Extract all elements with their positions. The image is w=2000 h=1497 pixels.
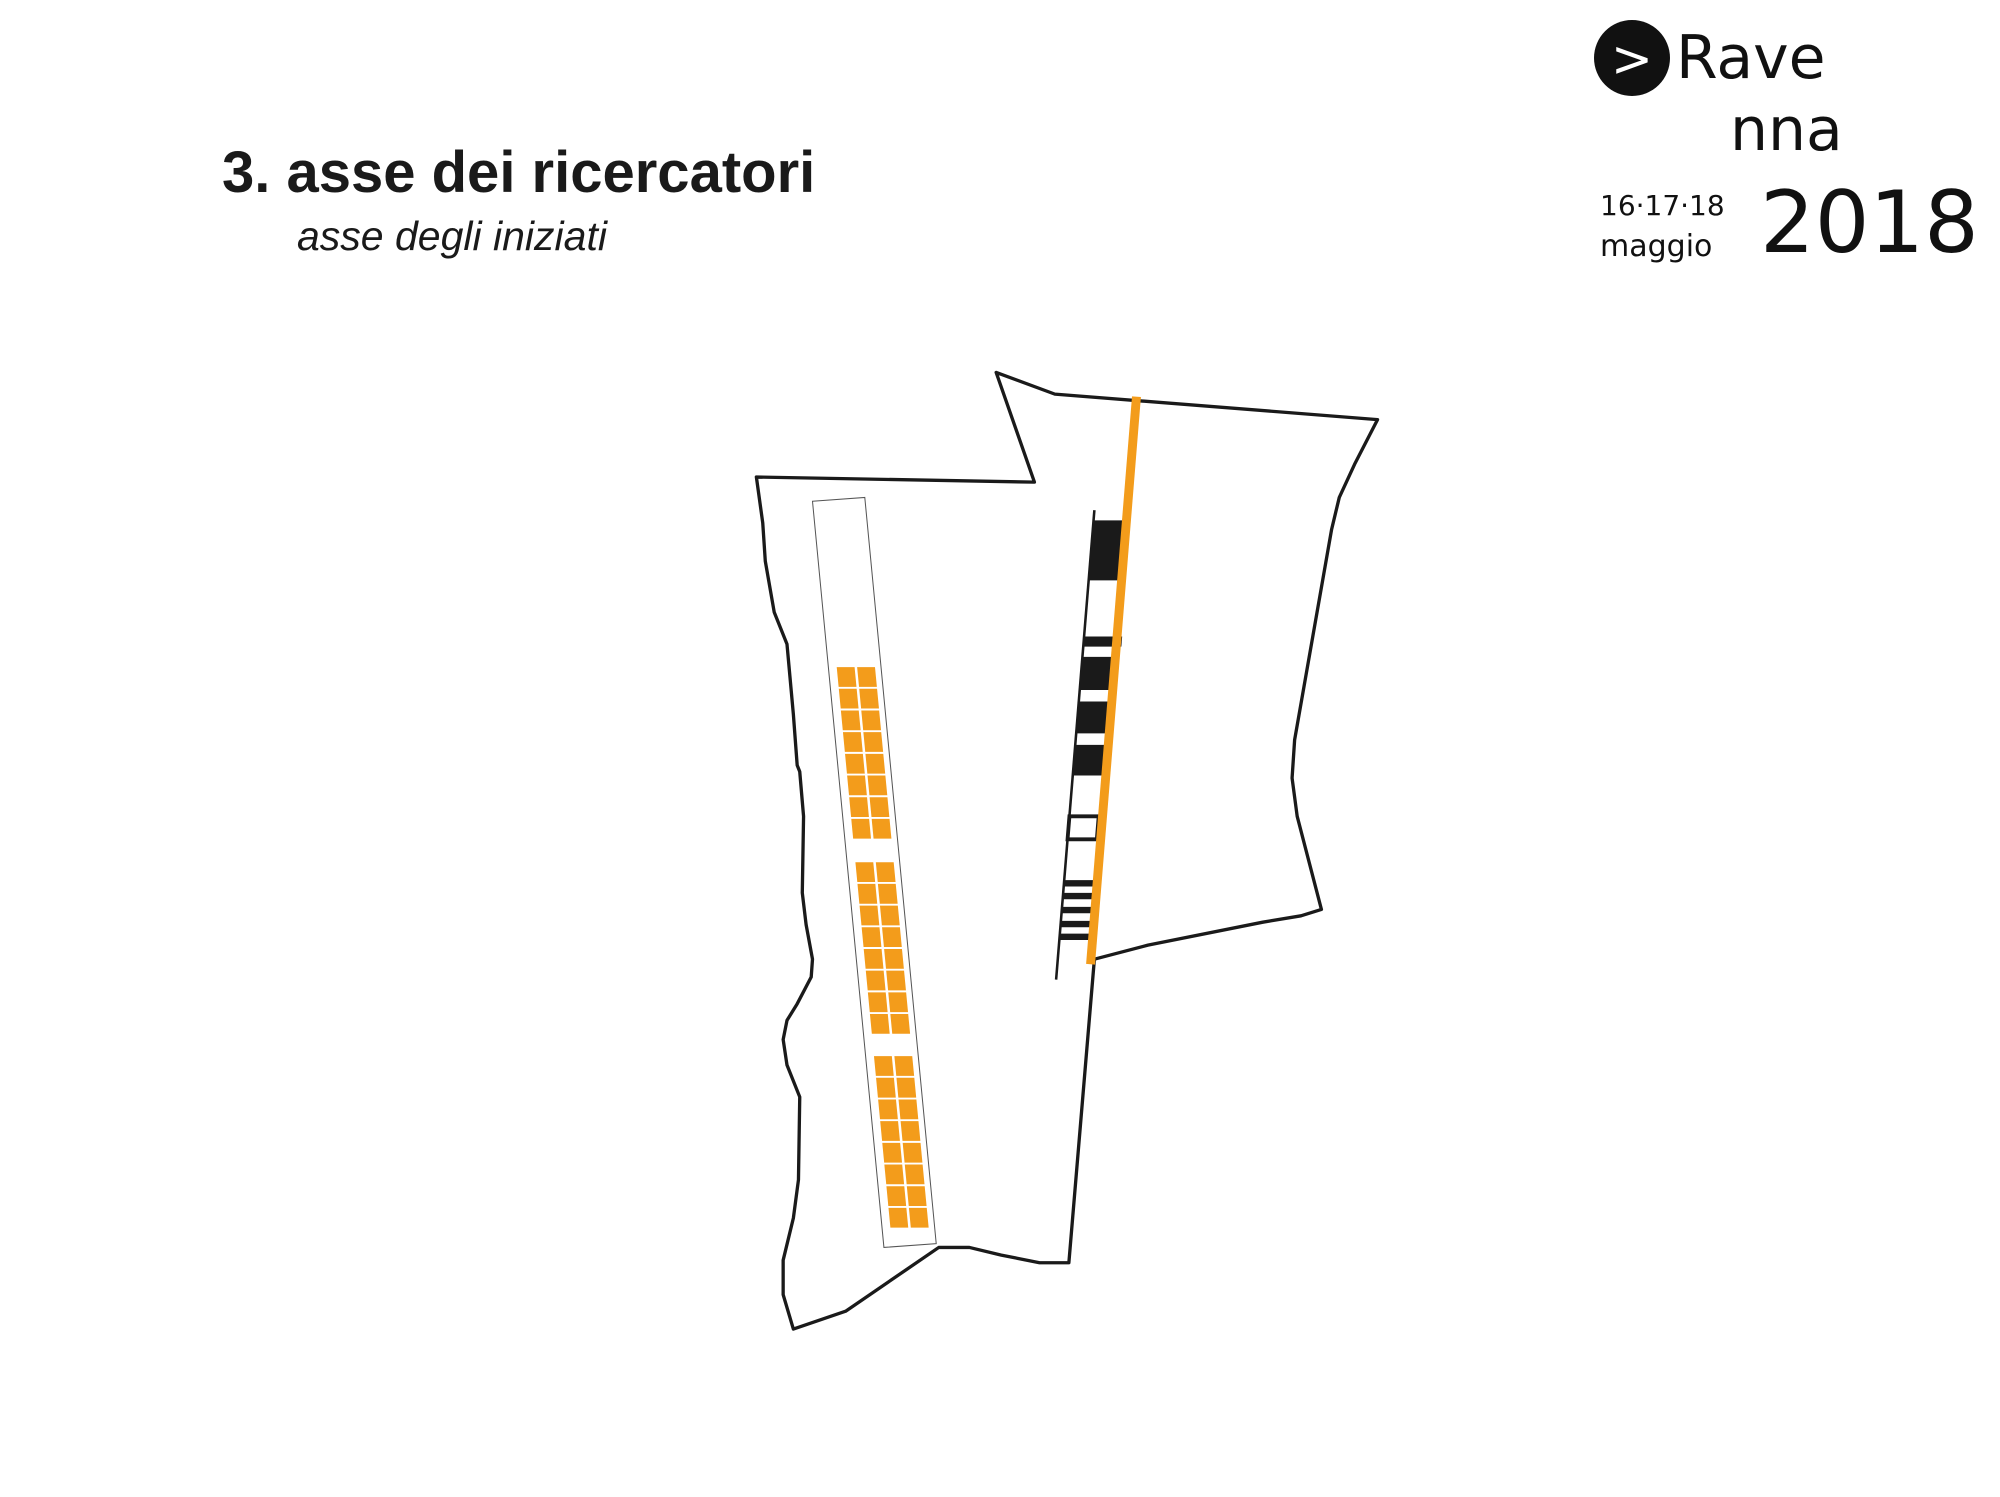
- desk-block: [869, 797, 890, 817]
- logo-line2: nna: [1730, 95, 1843, 165]
- page-subtitle: asse degli iniziati: [297, 213, 609, 259]
- desk-block: [838, 688, 859, 709]
- desk-block: [855, 862, 876, 883]
- ladder-block: [1061, 906, 1096, 914]
- site-outline: [754, 370, 1380, 1331]
- ladder-edge-line: [1054, 510, 1096, 980]
- desk-block: [902, 1142, 923, 1163]
- desk-block: [857, 667, 877, 687]
- desk-block: [890, 1014, 911, 1034]
- desk-block: [849, 797, 869, 817]
- desk-groups: [836, 667, 929, 1228]
- desk-block: [847, 775, 867, 796]
- desk-block: [894, 1056, 915, 1076]
- ravenna-2018-logo: > Rave nna 16·17·18 maggio 2018: [1594, 20, 1979, 273]
- desk-block: [908, 1207, 929, 1228]
- desk-block: [836, 667, 857, 687]
- desk-block: [878, 1099, 898, 1120]
- logo-month: maggio: [1600, 229, 1712, 264]
- building-ladder: [1059, 520, 1127, 941]
- desk-block: [865, 753, 886, 774]
- desk-block: [863, 732, 884, 752]
- desk-block: [906, 1186, 927, 1206]
- desk-block: [869, 1014, 890, 1034]
- desk-block: [900, 1121, 921, 1141]
- ladder-block: [1060, 920, 1095, 928]
- ladder-block: [1079, 656, 1116, 691]
- ladder-block: [1063, 880, 1098, 887]
- desk-block: [873, 1056, 894, 1076]
- desk-block: [876, 1077, 896, 1098]
- desk-block: [904, 1164, 925, 1185]
- desk-block: [886, 970, 906, 991]
- researchers-axis-line: [1086, 396, 1141, 965]
- ladder-block: [1059, 933, 1094, 941]
- desk-block: [877, 883, 898, 904]
- desk-block: [896, 1077, 917, 1098]
- desk-block: [863, 948, 884, 969]
- desk-block: [888, 1207, 909, 1228]
- desk-block: [845, 753, 865, 774]
- page-title: 3. asse dei ricercatori: [222, 140, 815, 205]
- desk-block: [861, 927, 882, 948]
- desk-block: [867, 992, 888, 1013]
- ladder-block: [1076, 701, 1112, 734]
- desk-block: [857, 883, 878, 904]
- desk-block: [861, 710, 882, 731]
- site-plan-diagram: [754, 370, 1380, 1331]
- desk-block: [886, 1186, 907, 1206]
- desk-block: [882, 927, 902, 948]
- desk-block: [882, 1142, 903, 1163]
- desk-block: [842, 732, 863, 752]
- desk-block: [888, 992, 909, 1013]
- logo-arrow: >: [1611, 30, 1653, 88]
- desk-block: [884, 1164, 905, 1185]
- logo-circle-icon: [1594, 20, 1670, 96]
- ladder-block: [1088, 520, 1127, 581]
- desk-block: [879, 905, 900, 926]
- desk-block: [851, 818, 872, 839]
- desk-block: [875, 862, 896, 883]
- desk-block: [880, 1121, 900, 1141]
- ladder-block: [1072, 744, 1109, 776]
- desk-block: [871, 818, 892, 839]
- desk-block: [859, 688, 879, 709]
- logo-dates: 16·17·18: [1600, 189, 1725, 222]
- desk-block: [840, 710, 861, 731]
- desk-block: [884, 948, 904, 969]
- desk-block: [898, 1099, 919, 1120]
- desk-block: [865, 970, 886, 991]
- desk-block: [859, 905, 880, 926]
- ladder-square: [1065, 814, 1101, 842]
- logo-year: 2018: [1760, 173, 1979, 273]
- ladder-block: [1062, 892, 1097, 900]
- desk-block: [867, 775, 888, 796]
- logo-line1: Rave: [1676, 23, 1826, 93]
